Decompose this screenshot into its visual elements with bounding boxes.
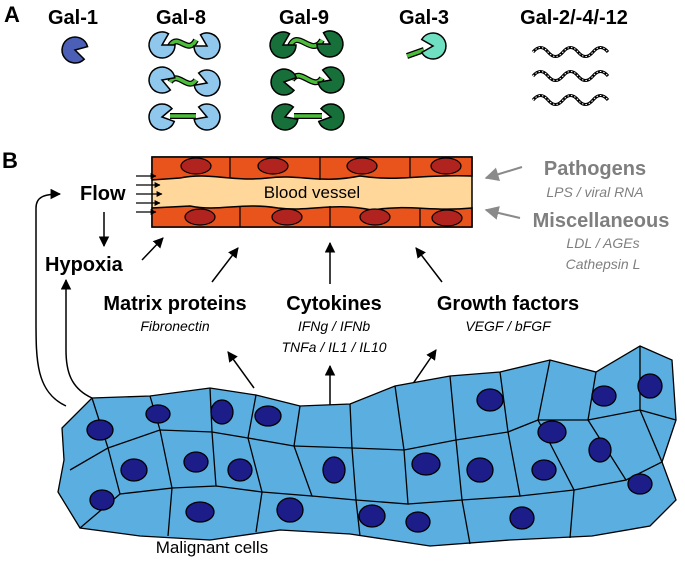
pathogens-arrow	[484, 166, 523, 182]
blood-vessel	[151, 156, 473, 228]
gal-9-title: Gal-9	[279, 7, 329, 29]
cells-to-hypoxia-arrow	[60, 278, 93, 399]
pathogens-detail: LPS / viral RNA	[546, 184, 643, 200]
pathogens-title: Pathogens	[544, 158, 646, 180]
growth-to-vessel-arrow	[415, 247, 443, 283]
malignant-cells-label: Malignant cells	[156, 538, 268, 557]
misc-detail-1: LDL / AGEs	[566, 235, 639, 251]
hypoxia-label: Hypoxia	[45, 254, 124, 276]
gal-1-title: Gal-1	[48, 7, 98, 29]
gal-1-monomer-icon	[58, 33, 91, 67]
growth-factors-title: Growth factors	[437, 293, 579, 315]
cells-to-flow-arrow	[35, 188, 67, 407]
hypoxia-to-vessel-arrow	[141, 237, 164, 261]
misc-title: Miscellaneous	[533, 210, 670, 232]
cells-to-growth-arrow	[409, 349, 437, 389]
gal-8-title: Gal-8	[156, 7, 206, 29]
flow-arrows	[136, 173, 163, 215]
cytokines-detail-2: TNFa / IL1 / IL10	[281, 339, 386, 355]
gal-3-chimera-icon	[406, 32, 447, 60]
gal-3-title: Gal-3	[399, 7, 449, 29]
misc-arrow	[484, 206, 521, 220]
growth-factors-detail: VEGF / bFGF	[465, 318, 552, 334]
matrix-proteins-title: Matrix proteins	[103, 293, 246, 315]
cytokines-detail-1: IFNg / IFNb	[298, 318, 371, 334]
blood-vessel-label: Blood vessel	[264, 183, 360, 202]
gal-9-tandem-icon	[264, 26, 349, 135]
panel-a-label: A	[4, 2, 20, 27]
malignant-cells-tissue	[57, 345, 677, 547]
gal-2-4-12-strands-icon	[531, 46, 610, 106]
flow-label: Flow	[80, 183, 126, 205]
misc-detail-2: Cathepsin L	[566, 256, 641, 272]
matrix-proteins-detail: Fibronectin	[140, 318, 209, 334]
cytokines-title: Cytokines	[286, 293, 382, 315]
panel-b-label: B	[2, 148, 18, 173]
cells-to-matrix-arrow	[227, 351, 255, 389]
gal-8-tandem-icon	[143, 27, 226, 135]
matrix-to-vessel-arrow	[211, 247, 239, 283]
gal-2-4-12-title: Gal-2/-4/-12	[520, 7, 628, 29]
